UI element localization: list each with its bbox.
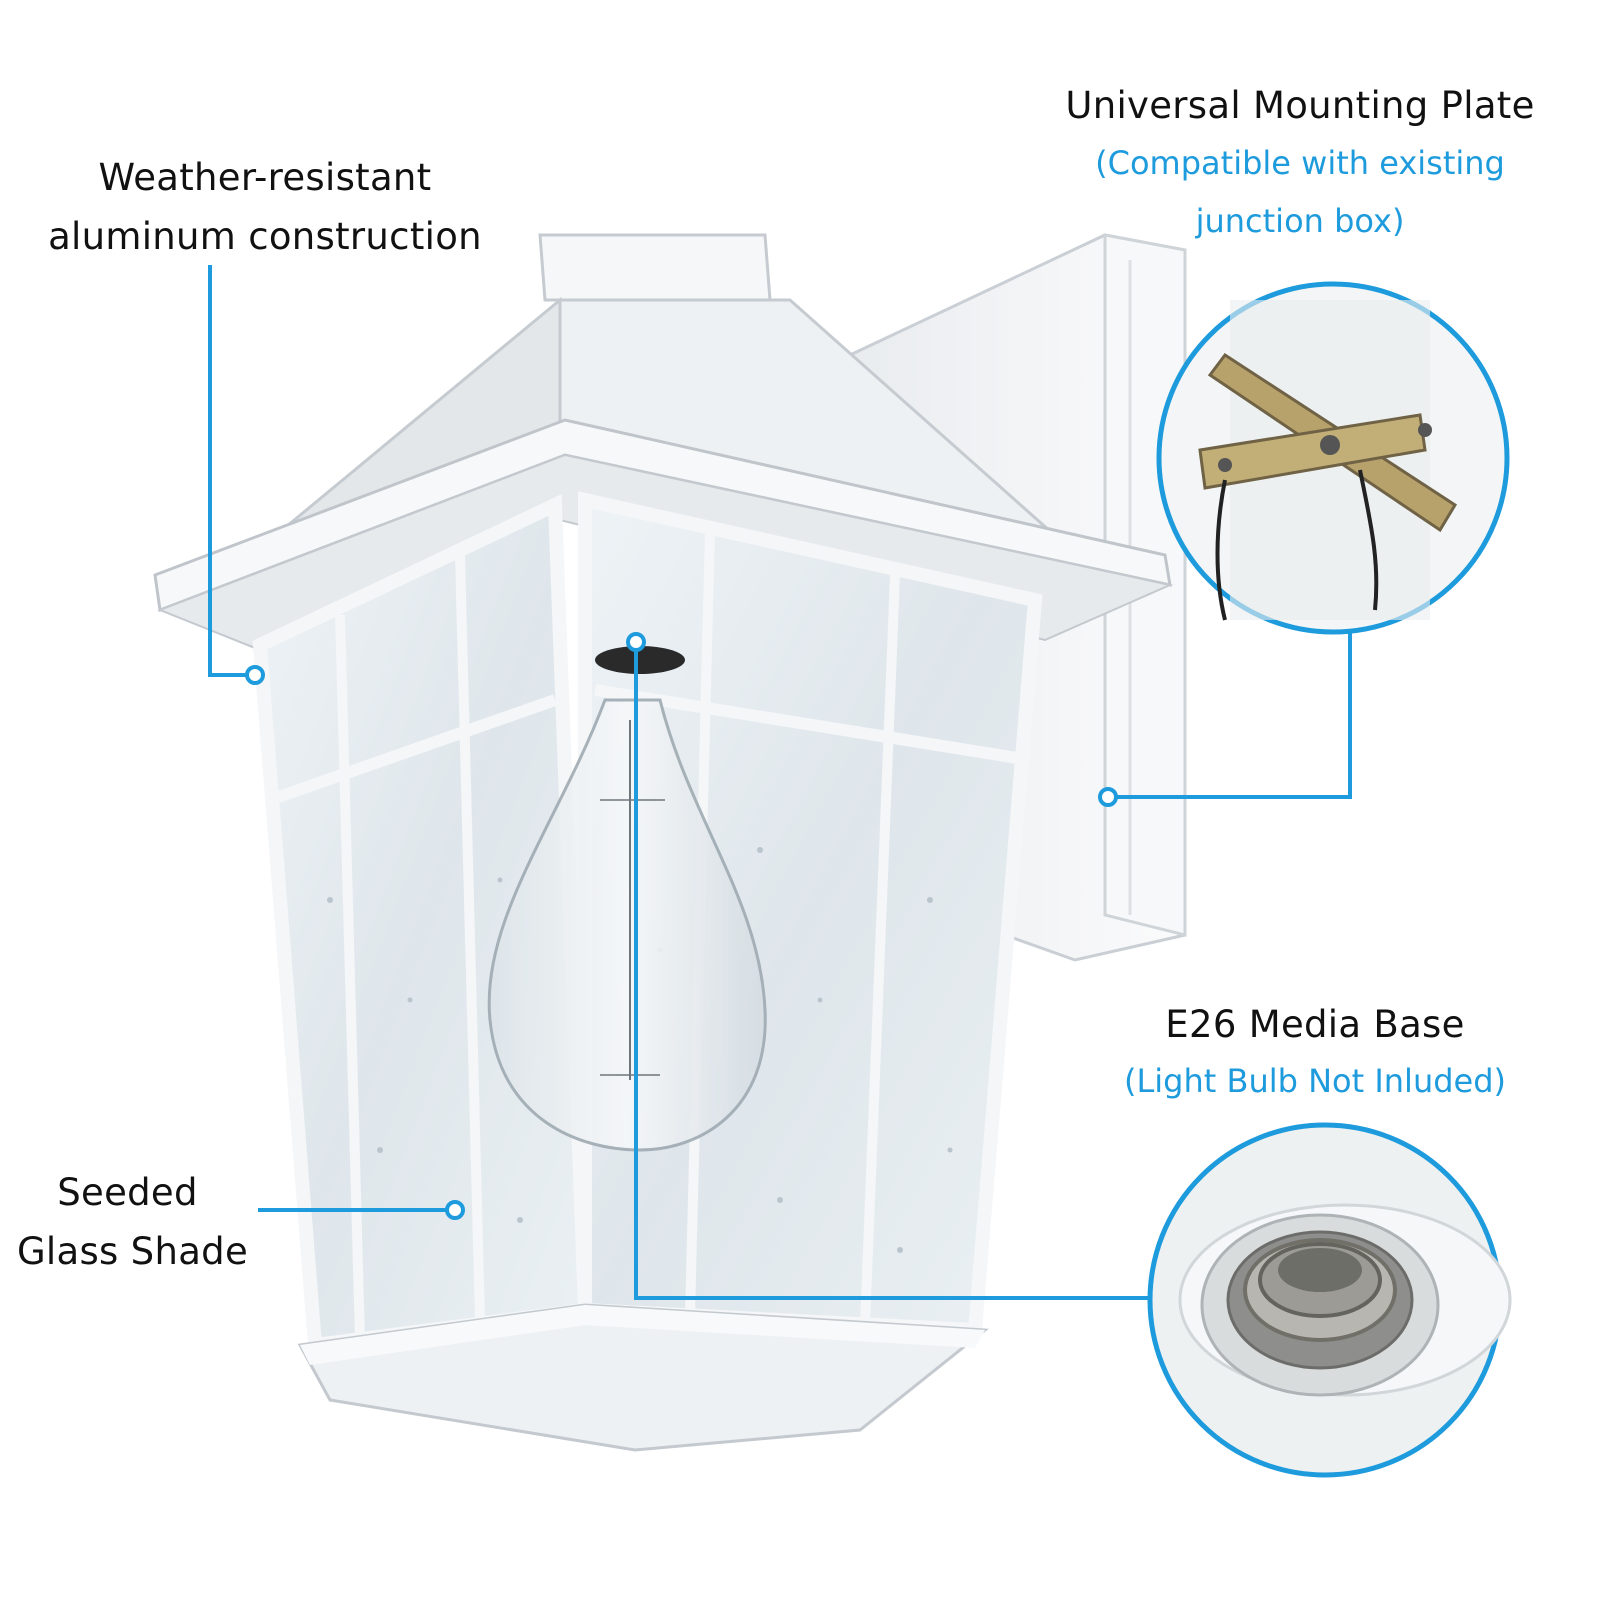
callout-lines — [208, 265, 1352, 1300]
base-callout-title: E26 Media Base — [1165, 1003, 1465, 1046]
base-leader-line — [634, 640, 1155, 1300]
mounting-callout-note-line2: junction box) — [1195, 202, 1405, 240]
bulb-callout-dot — [626, 632, 646, 652]
weather-callout-dot — [245, 665, 265, 685]
callout-dots — [245, 632, 1118, 1220]
weather-callout-line2: aluminum construction — [48, 215, 482, 258]
glass-callout-line2: Glass Shade — [16, 1230, 249, 1273]
mounting-leader-line — [1108, 630, 1352, 799]
glass-callout-dot — [445, 1200, 465, 1220]
glass-callout-line1: Seeded — [57, 1171, 198, 1214]
crossbar-bracket-icon — [1198, 352, 1458, 533]
bulb-illustration — [487, 646, 767, 1152]
mounting-callout-note-line1: (Compatible with existing — [1095, 144, 1505, 182]
mounting-detail-circle — [1156, 281, 1510, 635]
weather-callout-line1: Weather-resistant — [98, 156, 432, 199]
weather-leader-line — [208, 265, 255, 677]
mounting-callout-dot — [1098, 787, 1118, 807]
socket-detail-circle — [1147, 1122, 1512, 1478]
base-callout-note: (Light Bulb Not Inluded) — [1123, 1062, 1507, 1100]
mounting-callout-title: Universal Mounting Plate — [1065, 84, 1535, 127]
